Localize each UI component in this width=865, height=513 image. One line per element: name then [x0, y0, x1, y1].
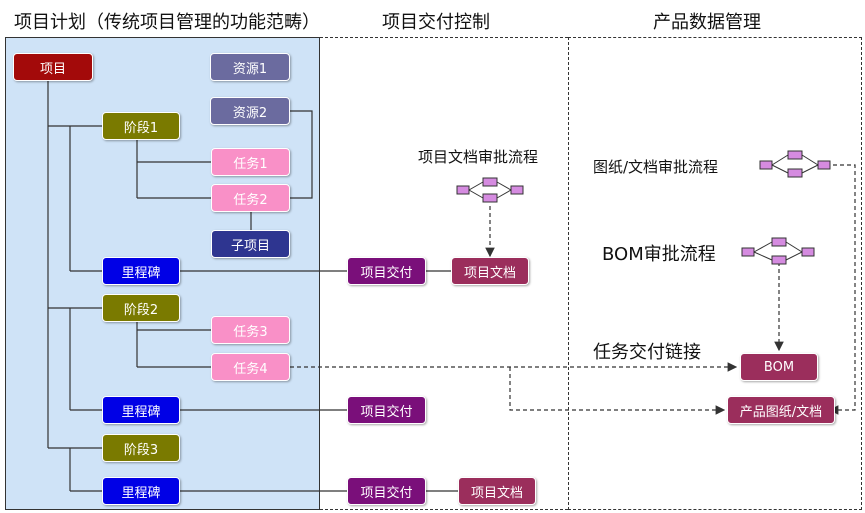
task-delivery-link-label: 任务交付链接 — [593, 342, 701, 363]
node-document-1[interactable]: 项目文档 — [451, 257, 529, 285]
node-bom[interactable]: BOM — [740, 353, 818, 381]
node-milestone-3[interactable]: 里程碑 — [102, 477, 180, 505]
node-milestone-1[interactable]: 里程碑 — [102, 257, 180, 285]
node-delivery-3[interactable]: 项目交付 — [347, 477, 426, 505]
node-task2[interactable]: 任务2 — [211, 184, 290, 212]
node-subproject[interactable]: 子项目 — [211, 230, 290, 258]
delivery-control-title: 项目交付控制 — [382, 12, 490, 33]
node-resource2[interactable]: 资源2 — [210, 97, 290, 125]
node-milestone-2[interactable]: 里程碑 — [102, 396, 180, 424]
delivery-control-panel — [320, 37, 568, 510]
doc-approval-flow-icon — [456, 177, 524, 203]
node-task3[interactable]: 任务3 — [211, 316, 290, 344]
pdm-panel — [568, 37, 862, 510]
pdm-title: 产品数据管理 — [653, 12, 761, 33]
node-phase2[interactable]: 阶段2 — [102, 294, 180, 322]
node-phase1[interactable]: 阶段1 — [102, 112, 180, 140]
node-task1[interactable]: 任务1 — [211, 148, 290, 176]
doc-approval-flow-label: 项目文档审批流程 — [418, 148, 539, 166]
node-task4[interactable]: 任务4 — [211, 353, 290, 381]
project-plan-title: 项目计划（传统项目管理的功能范畴） — [14, 12, 320, 33]
node-phase3[interactable]: 阶段3 — [102, 434, 180, 462]
drawing-approval-flow-icon — [759, 150, 831, 178]
node-resource1[interactable]: 资源1 — [210, 53, 290, 81]
node-delivery-1[interactable]: 项目交付 — [347, 257, 426, 285]
node-delivery-2[interactable]: 项目交付 — [347, 396, 426, 424]
drawing-approval-flow-label: 图纸/文档审批流程 — [593, 158, 719, 176]
bom-approval-flow-icon — [741, 237, 815, 265]
node-document-2[interactable]: 项目文档 — [458, 477, 536, 505]
node-product-docs[interactable]: 产品图纸/文档 — [727, 396, 835, 424]
bom-approval-flow-label: BOM审批流程 — [602, 244, 716, 265]
node-project[interactable]: 项目 — [13, 53, 93, 81]
